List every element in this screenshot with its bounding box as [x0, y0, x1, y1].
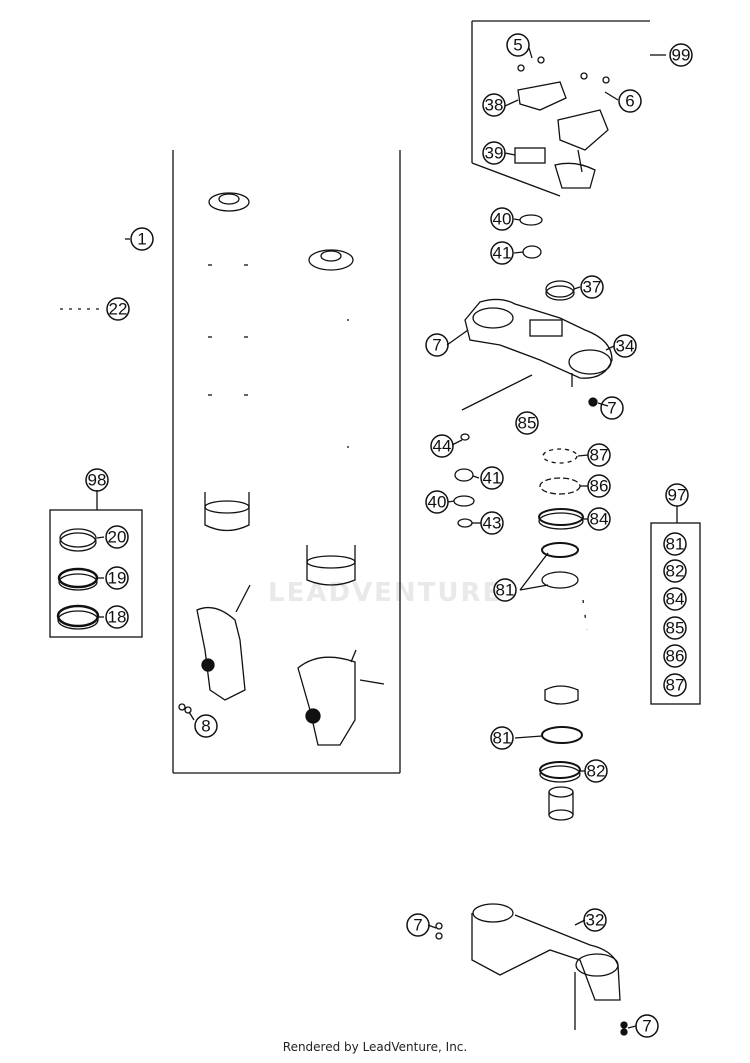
- bushing-41-top: [522, 245, 542, 259]
- callout-84: 84: [590, 510, 609, 529]
- fork-assembly-frame: [172, 150, 401, 774]
- bolts-8: [178, 703, 192, 714]
- kit-97-item-85: 85: [666, 619, 685, 638]
- ring-87: [542, 448, 578, 464]
- callout-99: 99: [672, 46, 691, 65]
- kit-97-item-81: 81: [666, 535, 685, 554]
- callout-81-lower: 81: [493, 729, 512, 748]
- seal-82: [539, 761, 581, 783]
- callout-86: 86: [590, 477, 609, 496]
- seal-18: [56, 604, 100, 630]
- washer-41-mid: [454, 468, 474, 482]
- bearing-81-lower: [514, 726, 583, 744]
- callout-34: 34: [616, 337, 635, 356]
- seal-20: [59, 528, 97, 552]
- upper-triple-clamp: [464, 298, 613, 407]
- kit-99-frame: [471, 20, 666, 197]
- kit-98-frame: [49, 490, 143, 638]
- callout-82: 82: [587, 762, 606, 781]
- kit-97-item-84: 84: [666, 590, 685, 609]
- callout-81-upper: 81: [496, 581, 515, 600]
- callout-44: 44: [433, 437, 452, 456]
- callout-85: 85: [518, 414, 537, 433]
- bearing-81-upper: [519, 542, 579, 591]
- cap-37: [545, 280, 575, 301]
- callout-40-top: 40: [493, 210, 512, 229]
- washer-40-top: [519, 214, 543, 226]
- callout-37: 37: [583, 278, 602, 297]
- lower-stem: [548, 786, 574, 821]
- callout-6: 6: [625, 92, 634, 111]
- fork-leg-right: [297, 249, 385, 746]
- kit-97-item-82: 82: [666, 562, 685, 581]
- callout-43: 43: [483, 514, 502, 533]
- callout-38: 38: [485, 96, 504, 115]
- callout-41-mid: 41: [483, 469, 502, 488]
- callout-18: 18: [108, 608, 127, 627]
- callout-22: 22: [109, 300, 128, 319]
- seal-19: [57, 567, 99, 591]
- footer-credit: Rendered by LeadVenture, Inc.: [282, 1040, 468, 1054]
- handlebar-clamp: [514, 56, 610, 189]
- callout-20: 20: [108, 528, 127, 547]
- leadventure-watermark: LEADVENTURE: [268, 578, 503, 608]
- fork-leg-left: [196, 192, 251, 701]
- callout-7-lower-right: 7: [642, 1017, 651, 1036]
- leader-lines: [96, 47, 637, 1029]
- callout-7-upper-right: 7: [607, 399, 616, 418]
- callout-7-lower-left: 7: [413, 916, 422, 935]
- kit-97-item-86: 86: [666, 647, 685, 666]
- callout-97: 97: [668, 486, 687, 505]
- callout-5: 5: [513, 36, 522, 55]
- kit-97-item-87: 87: [666, 676, 685, 695]
- callout-circles: [85, 33, 693, 1038]
- kit-97-frame: [650, 506, 701, 705]
- lower-triple-clamp: [435, 903, 628, 1036]
- steering-tube: [544, 599, 588, 705]
- callout-39: 39: [485, 144, 504, 163]
- callout-41-top: 41: [493, 244, 512, 263]
- callout-98: 98: [88, 471, 107, 490]
- callout-19: 19: [108, 569, 127, 588]
- callout-32: 32: [586, 911, 605, 930]
- callout-87: 87: [590, 446, 609, 465]
- ring-86: [539, 477, 581, 495]
- callout-7-upper-left: 7: [432, 336, 441, 355]
- callout-40-mid: 40: [428, 493, 447, 512]
- seal-84: [538, 508, 584, 530]
- callout-1: 1: [137, 230, 146, 249]
- callout-8: 8: [201, 717, 210, 736]
- washer-40-mid: [453, 495, 475, 507]
- washer-43: [457, 518, 473, 528]
- stem-line: [460, 374, 533, 441]
